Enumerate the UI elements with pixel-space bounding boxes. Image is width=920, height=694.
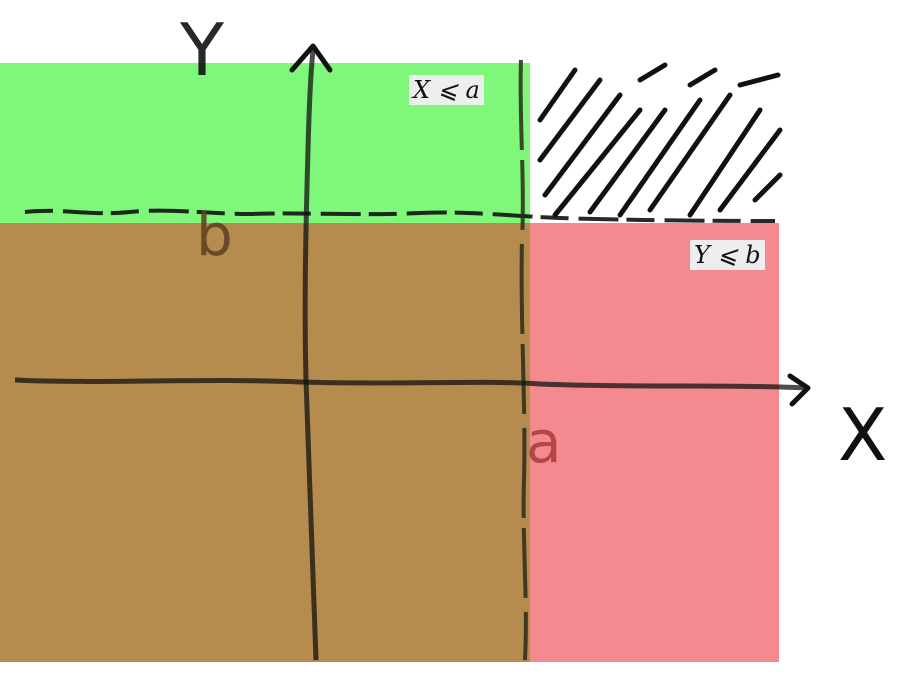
hatched-region [537,62,783,218]
tick-b-label: b [196,201,233,269]
tick-a-label: a [526,408,562,476]
region-y-le-b-label: Y ⩽ b [690,240,765,270]
line-x-equals-a [518,59,528,661]
region-x-le-a-label: X ⩽ a [409,75,484,105]
x-axis-label: X [838,393,887,477]
region-y-le-b [530,223,779,662]
y-axis-label: Y [179,8,225,92]
y-axis-line [302,49,319,661]
region-overlap [0,223,530,662]
y-axis-arrowhead-icon [289,43,333,73]
x-axis-arrowhead-icon [787,373,811,407]
x-axis-line [14,377,809,391]
line-y-equals-b [24,208,776,223]
